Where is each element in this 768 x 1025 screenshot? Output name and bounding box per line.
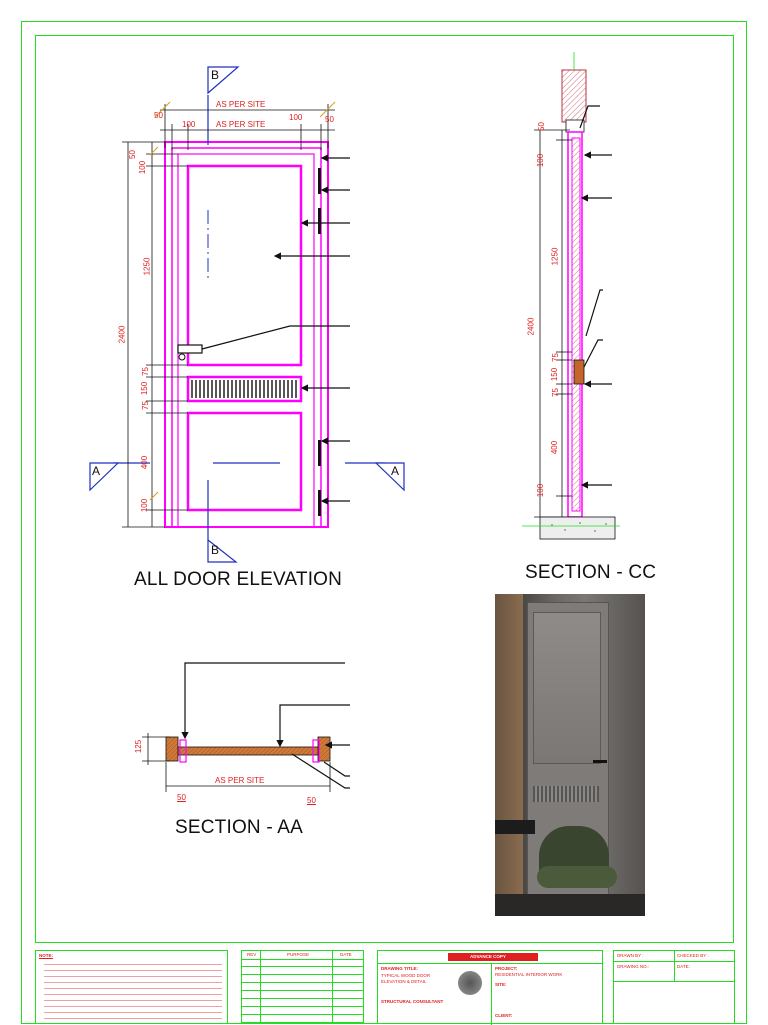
client-label: CLIENT:	[495, 1013, 513, 1018]
section-cc-title: SECTION - CC	[525, 562, 657, 583]
project-name: RESIDENTIAL INTERIOR WORK	[495, 972, 563, 977]
dim-rail-left: 100	[182, 120, 196, 129]
dim-mid-rail-1: 75	[140, 367, 150, 376]
cc-dim-top-rail: 100	[536, 153, 546, 168]
dim-frame-left: 50	[154, 111, 163, 120]
revision-table: REV PURPOSE DATE	[241, 950, 364, 1025]
dim-mid-rail-2: 75	[140, 401, 150, 410]
drawing-title-line-1: TYPICAL WOOD DOOR	[381, 973, 431, 978]
section-marker-a-left: A	[92, 464, 101, 478]
section-marker-b-top: B	[211, 68, 220, 82]
dim-bottom-rail: 100	[140, 498, 150, 513]
site-label: SITE:	[495, 982, 507, 987]
render-upper-panel	[533, 612, 601, 764]
dim-lower-panel: 400	[140, 455, 150, 470]
door-render-image	[495, 594, 645, 916]
render-table	[495, 820, 535, 834]
signoff-divider-h2	[614, 981, 734, 982]
date-label: DATE:	[677, 964, 690, 969]
cc-dim-mid-rail-1: 75	[550, 353, 560, 362]
signoff-divider-v	[674, 951, 675, 981]
notes-block: NOTE:	[35, 950, 228, 1024]
stamp-text: ADVANCE COPY	[470, 954, 506, 959]
section-marker-b-bottom: B	[211, 543, 220, 557]
stamp-banner	[448, 953, 538, 961]
dim-frame-right: 50	[325, 115, 334, 124]
signoff-block: DRAWN BY : CHECKED BY : DRAWING NO.: DAT…	[613, 950, 735, 1024]
rev-rows	[242, 959, 363, 1025]
section-marker-a-right: A	[391, 464, 400, 478]
aa-dim-width: AS PER SITE	[215, 776, 265, 785]
drawn-by-label: DRAWN BY :	[617, 953, 644, 958]
aa-dim-right-frame: 50	[307, 796, 316, 805]
cc-dim-upper-panel: 1250	[550, 247, 560, 266]
notes-heading: NOTE:	[39, 953, 53, 958]
dim-inner-width: AS PER SITE	[216, 120, 266, 129]
cc-dim-height-total: 2400	[526, 317, 536, 336]
dim-height-total: 2400	[117, 325, 127, 344]
render-floor	[495, 894, 645, 916]
render-handle	[593, 760, 607, 763]
project-label: PROJECT:	[495, 966, 518, 971]
inner-border	[35, 35, 734, 943]
cc-dim-bottom-rail: 100	[536, 483, 546, 498]
rev-header-purpose: PURPOSE	[287, 952, 310, 957]
compass-logo-icon	[458, 971, 482, 995]
section-aa-title: SECTION - AA	[175, 817, 304, 838]
notes-text-lines	[44, 961, 222, 1021]
render-chair-seat	[537, 866, 617, 888]
drawing-no-label: DRAWING NO.:	[617, 964, 650, 969]
aa-dim-thickness: 125	[134, 739, 144, 754]
door-elevation	[89, 66, 405, 563]
section-aa-drawing	[142, 662, 350, 792]
cc-dim-top-frame: 50	[536, 122, 546, 131]
aa-dim-left-frame: 50	[177, 793, 186, 802]
rev-header-rev: REV	[247, 952, 257, 957]
dim-upper-panel: 1250	[142, 257, 152, 276]
project-divider-mid	[491, 963, 492, 1025]
drawing-title-label: DRAWING TITLE:	[381, 966, 418, 971]
project-divider-top	[378, 963, 602, 964]
rev-header-date: DATE	[340, 952, 352, 957]
cc-dim-mid-rail-2: 75	[550, 388, 560, 397]
dim-top-frame: 50	[127, 150, 137, 159]
dim-top-rail: 100	[138, 160, 148, 175]
cc-dim-louver: 150	[550, 367, 560, 382]
render-wall-edge	[495, 594, 523, 916]
drawing-title-line-2: ELEVATION & DETAIL	[381, 979, 427, 984]
cc-dim-lower-panel: 400	[550, 440, 560, 455]
section-cc-drawing	[522, 52, 620, 540]
render-louver	[533, 786, 599, 802]
consultant-label: STRUCTURAL CONSULTANT	[381, 999, 444, 1004]
dim-rail-right: 100	[289, 113, 303, 122]
signoff-divider-h1	[614, 961, 734, 962]
elevation-title: ALL DOOR ELEVATION	[134, 569, 343, 590]
dim-louver: 150	[140, 381, 150, 396]
project-block: ADVANCE COPY DRAWING TITLE: TYPICAL WOOD…	[377, 950, 603, 1025]
dim-overall-width: AS PER SITE	[216, 100, 266, 109]
checked-by-label: CHECKED BY :	[677, 953, 709, 958]
